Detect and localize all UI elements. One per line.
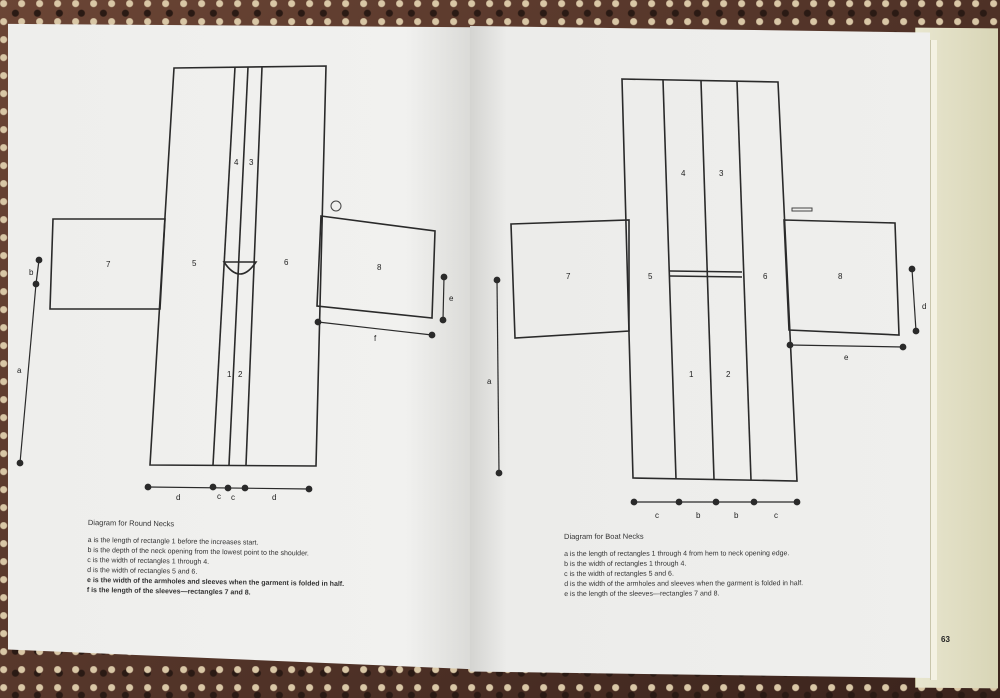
left-label-a: a bbox=[17, 366, 22, 375]
right-marker-bar bbox=[791, 207, 813, 212]
left-dot-f1 bbox=[314, 318, 322, 326]
left-label-e: e bbox=[449, 294, 454, 303]
left-label-f: f bbox=[374, 334, 377, 343]
left-dot-a2 bbox=[16, 459, 24, 467]
right-label-c2: c bbox=[774, 511, 778, 520]
left-label-6: 6 bbox=[284, 258, 289, 267]
right-dot-w2 bbox=[675, 498, 683, 506]
right-label-3: 3 bbox=[719, 169, 724, 178]
left-body-outline bbox=[149, 65, 327, 467]
right-label-5: 5 bbox=[648, 272, 653, 281]
left-marker-circle bbox=[330, 200, 342, 212]
left-sleeve-7 bbox=[49, 218, 166, 310]
caption-line: e is the length of the sleeves—rectangle… bbox=[564, 590, 720, 598]
left-neck-opening bbox=[222, 261, 258, 275]
right-dot-e1 bbox=[786, 341, 794, 349]
right-dot-a2 bbox=[495, 469, 503, 477]
right-neck-line-1 bbox=[669, 270, 743, 273]
right-strip-line-2 bbox=[700, 80, 715, 480]
boat-necks-caption: Diagram for Boat Necks a is the length o… bbox=[564, 531, 803, 600]
right-label-2: 2 bbox=[726, 370, 731, 379]
right-strip-line-3 bbox=[736, 80, 752, 481]
left-strip-line-1 bbox=[212, 66, 236, 466]
right-label-7: 7 bbox=[566, 272, 571, 281]
right-label-d: d bbox=[922, 302, 926, 311]
left-label-7: 7 bbox=[106, 260, 111, 269]
right-sleeve-8 bbox=[783, 219, 900, 336]
page-edges bbox=[930, 40, 937, 680]
right-body-outline bbox=[621, 78, 798, 482]
right-dot-w1 bbox=[630, 498, 638, 506]
right-label-8: 8 bbox=[838, 272, 843, 281]
left-dot-e2 bbox=[439, 316, 447, 324]
left-dot-w5 bbox=[305, 485, 313, 493]
right-label-a: a bbox=[487, 377, 492, 386]
right-strip-line-1 bbox=[662, 79, 677, 480]
right-label-b2: b bbox=[734, 511, 739, 520]
right-label-e: e bbox=[844, 353, 849, 362]
caption-line: d is the width of the armholes and sleev… bbox=[564, 580, 804, 588]
left-label-5: 5 bbox=[192, 259, 197, 268]
left-label-1: 1 bbox=[227, 370, 232, 379]
left-dot-w2 bbox=[209, 483, 217, 491]
right-label-4: 4 bbox=[681, 169, 686, 178]
right-label-6: 6 bbox=[763, 272, 768, 281]
right-label-1: 1 bbox=[689, 370, 694, 379]
left-dot-f2 bbox=[428, 331, 436, 339]
left-label-8: 8 bbox=[377, 263, 382, 272]
right-dot-a1 bbox=[493, 276, 501, 284]
left-label-d2: d bbox=[272, 493, 276, 502]
left-dot-e1 bbox=[440, 273, 448, 281]
right-dot-w4 bbox=[750, 498, 758, 506]
right-page bbox=[470, 26, 930, 678]
left-dot-w3 bbox=[224, 484, 232, 492]
left-label-b: b bbox=[29, 268, 34, 277]
left-label-c1: c bbox=[217, 492, 221, 501]
left-label-2: 2 bbox=[238, 370, 243, 379]
left-sleeve-8 bbox=[316, 215, 436, 319]
left-dot-b1 bbox=[35, 256, 43, 264]
right-dot-w5 bbox=[793, 498, 801, 506]
right-dot-w3 bbox=[712, 498, 720, 506]
right-label-b1: b bbox=[696, 511, 701, 520]
round-necks-caption: Diagram for Round Necks a is the length … bbox=[87, 518, 345, 600]
left-dot-w4 bbox=[241, 484, 249, 492]
left-label-d1: d bbox=[176, 493, 180, 502]
caption-line: a is the length of rectangles 1 through … bbox=[564, 550, 790, 558]
right-dot-d1 bbox=[908, 265, 916, 273]
caption-title: Diagram for Boat Necks bbox=[564, 531, 644, 541]
left-strip-line-2 bbox=[228, 66, 249, 466]
left-dot-w1 bbox=[144, 483, 152, 491]
right-neck-line-2 bbox=[669, 275, 743, 278]
right-label-c1: c bbox=[655, 511, 659, 520]
left-label-c2: c bbox=[231, 493, 235, 502]
page-number: 63 bbox=[941, 635, 950, 644]
left-label-4: 4 bbox=[234, 158, 239, 167]
left-page bbox=[8, 23, 476, 670]
right-sleeve-7 bbox=[510, 219, 630, 339]
right-dot-e2 bbox=[899, 343, 907, 351]
right-dot-d2 bbox=[912, 327, 920, 335]
left-label-3: 3 bbox=[249, 158, 254, 167]
